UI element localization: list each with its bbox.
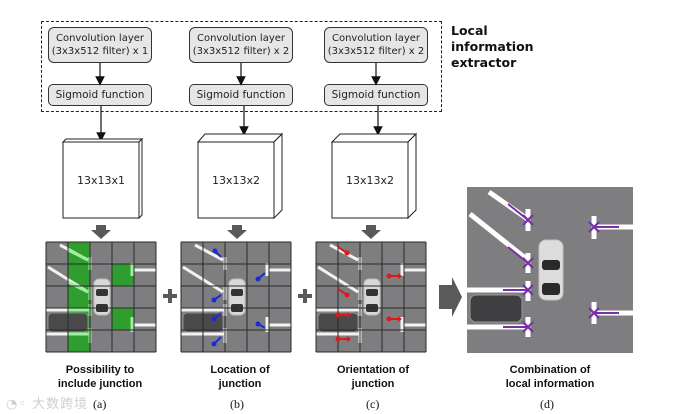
caption-line: Possibility to [65,364,135,376]
junction-cell-highlight [112,308,134,330]
caption-line: Orientation of [336,364,410,376]
combine-arrow-icon [439,277,462,317]
arrowhead-icon [347,336,351,342]
parking-line [468,212,531,263]
sigmoid-to-output-arrows [96,106,383,142]
car-rear-window [542,283,560,295]
output-tensor-cube-3 [330,132,418,220]
output-tensor-cube-1 [61,137,144,220]
caption-d: Combination of local information [485,363,615,391]
arrowhead-icon [398,316,402,322]
panel-a-possibility-grid [45,241,157,353]
caption-a: Possibility to include junction [40,363,160,391]
junction-x-marker-icon [522,284,534,296]
parking-line [194,243,224,262]
conv-layer-spec: (3x3x512 filter) x 2 [192,46,290,57]
watermark-text: 大数跨境 [32,397,89,412]
location-marker-icon [211,316,217,322]
caption-line: local information [505,378,595,390]
panel-b-location-grid [180,241,292,353]
conv-layer-title: Convolution layer [55,33,144,44]
arrowhead-icon [398,273,402,279]
arrowhead-icon [347,312,351,318]
output-shape-3: 13x13x2 [345,174,394,187]
location-marker-icon [212,248,218,254]
junction-cell-highlight [112,264,134,286]
extractor-title-line1: Local [451,23,488,38]
conv-layer-box-2: Convolution layer (3x3x512 filter) x 2 [189,27,293,63]
conv-layer-box-1: Convolution layer (3x3x512 filter) x 1 [48,27,152,63]
location-marker-icon [255,321,261,327]
caption-line: include junction [57,378,143,390]
plus-icon-1 [163,289,177,303]
panel-d-combined-view [467,187,633,353]
caption-line: junction [218,378,262,390]
subfigure-label-c: (c) [366,397,380,411]
panel-c-orientation-grid [315,241,427,353]
location-marker-icon [211,297,217,303]
orientation-marker-icon [344,250,350,256]
orientation-marker-icon [335,312,341,318]
plus-icon-2 [298,289,312,303]
output-shape-2: 13x13x2 [211,174,260,187]
watermark-logo-icon: ◔◦ [6,397,33,412]
extractor-title-line2: information [451,39,534,54]
subfigure-label-d: (d) [540,397,554,411]
down-arrows [91,225,381,239]
extractor-title-line3: extractor [451,55,517,70]
orientation-marker-icon [344,292,350,298]
orientation-marker-icon [386,316,392,322]
down-arrow-icon [227,225,247,239]
location-marker-icon [255,276,261,282]
car-windshield [366,289,378,296]
caption-line: junction [351,378,395,390]
location-marker-icon [211,341,217,347]
car-windshield [231,289,243,296]
parking-line-highlight [67,280,89,294]
car-windshield [96,289,108,296]
car-windshield [542,260,560,270]
output-shape-1: 13x13x1 [76,174,125,187]
subfigure-label-a: (a) [93,397,107,411]
output-tensor-cube-2 [196,132,284,220]
conv-layer-box-3: Convolution layer (3x3x512 filter) x 2 [324,27,428,63]
caption-line: Combination of [509,364,591,376]
junction-x-marker-icon [522,321,534,333]
conv-layer-title: Convolution layer [196,33,285,44]
junction-x-marker-icon [588,221,600,233]
parking-line [329,243,359,262]
local-information-extractor-box [41,21,442,112]
watermark: ◔◦ 大数跨境 [6,393,88,412]
caption-c: Orientation of junction [313,363,433,391]
extractor-title: Local information extractor [451,23,534,71]
junction-cell-highlight [68,264,90,286]
junction-x-marker-icon [522,257,534,269]
junction-x-marker-icon [522,214,534,226]
parked-car-icon [469,294,523,323]
down-arrow-icon [91,225,111,239]
junction-cell-highlight [68,286,90,308]
down-arrow-icon [361,225,381,239]
orientation-marker-icon [386,273,392,279]
orientation-marker-icon [335,336,341,342]
conv-layer-spec: (3x3x512 filter) x 2 [327,46,425,57]
junction-x-marker-icon [588,307,600,319]
conv-to-sigmoid-arrows [95,63,381,86]
conv-layer-spec: (3x3x512 filter) x 1 [51,46,149,57]
subfigure-label-b: (b) [230,397,244,411]
caption-line: Location of [210,364,270,376]
caption-b: Location of junction [180,363,300,391]
parking-line-highlight [67,248,89,262]
conv-layer-title: Convolution layer [331,33,420,44]
